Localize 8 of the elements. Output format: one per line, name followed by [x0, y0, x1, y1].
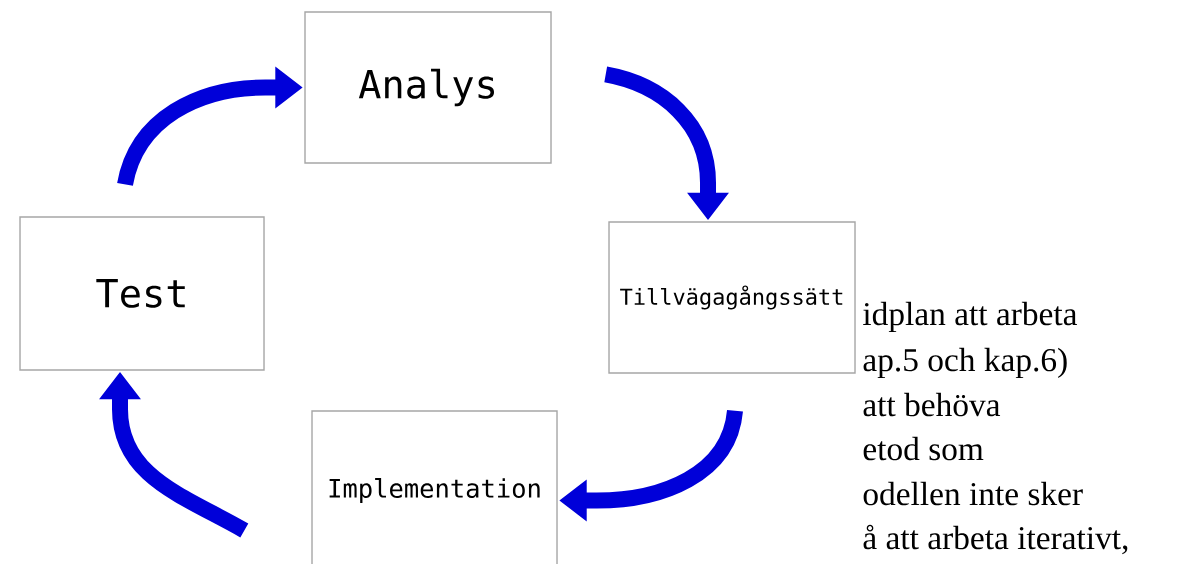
- text-line: odellen inte sker: [863, 481, 1083, 506]
- process-box: Implementation: [311, 410, 558, 564]
- process-box: Test: [19, 216, 265, 371]
- text-line: etod som: [863, 436, 984, 461]
- process-box: Tillvägagångssätt: [608, 221, 856, 374]
- text-line: å att arbeta iterativt,: [863, 524, 1128, 555]
- process-box: Analys: [304, 11, 552, 164]
- text-line: att behöva: [863, 392, 1001, 417]
